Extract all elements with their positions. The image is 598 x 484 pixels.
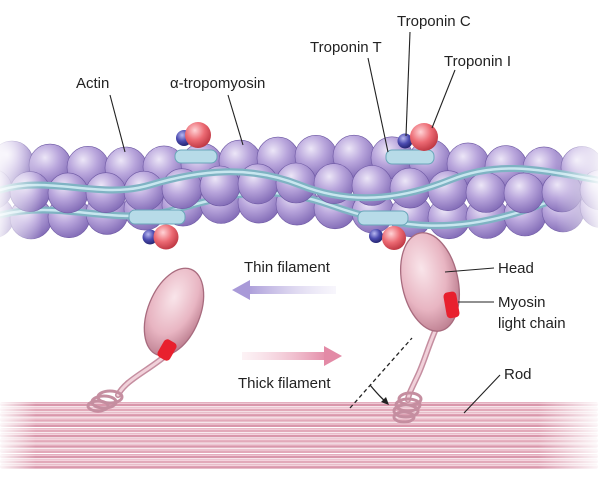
- myosin-molecule-left: [88, 260, 215, 411]
- thick-filament-arrow: [242, 346, 342, 366]
- thin-filament-arrow: [232, 280, 336, 300]
- label-troponin-c: Troponin C: [397, 13, 471, 30]
- myosin-molecule-right: [392, 227, 468, 422]
- label-head: Head: [498, 260, 534, 277]
- leader-troponin-i: [432, 70, 455, 128]
- label-thick-filament: Thick filament: [238, 375, 331, 392]
- label-thin-filament: Thin filament: [244, 259, 331, 276]
- label-myosin-light-chain-line1: Myosin: [498, 294, 546, 311]
- rod-fade-overlay: [0, 395, 598, 470]
- label-troponin-i: Troponin I: [444, 53, 511, 70]
- label-actin: Actin: [76, 75, 109, 92]
- label-myosin-light-chain-line2: light chain: [498, 315, 566, 332]
- label-troponin-t: Troponin T: [310, 39, 382, 56]
- label-rod: Rod: [504, 366, 532, 383]
- thin-filament-fade-overlay: [0, 120, 598, 255]
- label-alpha-tropomyosin: α-tropomyosin: [170, 75, 265, 92]
